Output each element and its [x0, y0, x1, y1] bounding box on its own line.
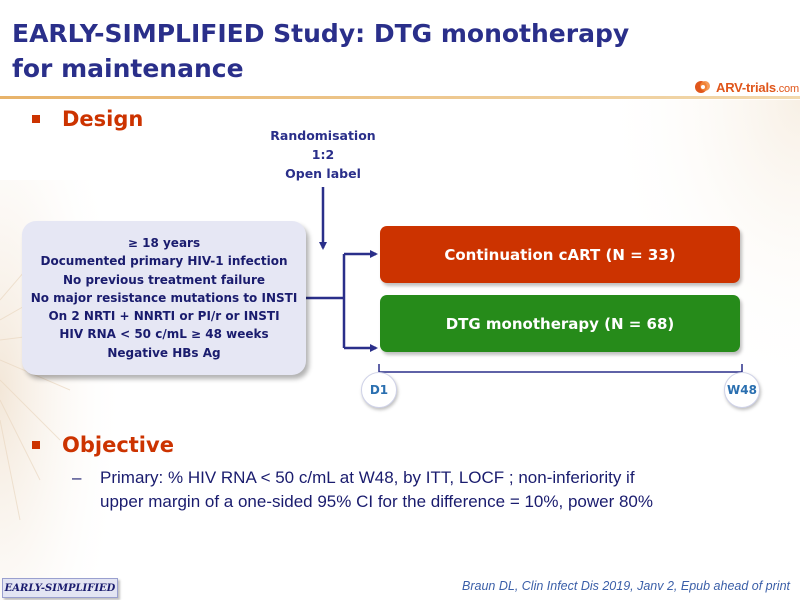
logo-text-main: ARV-trials — [716, 79, 776, 95]
arv-trials-logo: ARV-trials.com — [693, 77, 799, 97]
title-line-1: EARLY-SIMPLIFIED Study: DTG monotherapy — [12, 19, 630, 48]
title-line-2: for maintenance — [12, 54, 244, 83]
dtg-monotherapy-arm: DTG monotherapy (N = 68) — [380, 295, 740, 352]
criterion-viral-load: HIV RNA < 50 c/mL ≥ 48 weeks — [59, 327, 269, 342]
randomisation-ratio: 1:2 — [311, 147, 335, 162]
inclusion-criteria-box: ≥ 18 years Documented primary HIV-1 infe… — [22, 221, 306, 375]
criterion-hiv-infection: Documented primary HIV-1 infection — [40, 254, 288, 269]
objective-primary: – Primary: % HIV RNA < 50 c/mL at W48, b… — [72, 466, 772, 514]
square-bullet-icon — [32, 441, 40, 449]
square-bullet-icon — [32, 115, 40, 123]
objective-body: Primary: % HIV RNA < 50 c/mL at W48, by … — [100, 466, 653, 514]
criterion-hbs-ag: Negative HBs Ag — [107, 345, 221, 360]
randomisation-design: Open label — [285, 166, 361, 181]
study-name-badge: EARLY-SIMPLIFIED — [2, 578, 118, 598]
objective-heading-text: Objective — [62, 433, 174, 457]
design-heading-text: Design — [62, 107, 144, 131]
arv-trials-logo-icon — [695, 81, 710, 93]
logo-text-domain: .com — [775, 82, 799, 95]
objective-line-1: Primary: % HIV RNA < 50 c/mL at W48, by … — [100, 468, 635, 487]
slide-title: EARLY-SIMPLIFIED Study: DTG monotherapy … — [12, 16, 652, 86]
randomisation-label: Randomisation 1:2 Open label — [258, 126, 388, 183]
objective-heading: Objective — [32, 433, 174, 457]
objective-line-2: upper margin of a one-sided 95% CI for t… — [100, 492, 653, 511]
timepoint-d1: D1 — [361, 372, 397, 408]
continuation-cart-arm: Continuation cART (N = 33) — [380, 226, 740, 283]
criterion-age: ≥ 18 years — [127, 236, 201, 251]
timepoint-w48: W48 — [724, 372, 760, 408]
criterion-no-resistance: No major resistance mutations to INSTI — [30, 290, 298, 305]
criterion-no-failure: No previous treatment failure — [62, 272, 266, 287]
reference-citation: Braun DL, Clin Infect Dis 2019, Janv 2, … — [462, 579, 790, 593]
design-heading: Design — [32, 107, 143, 131]
logo-text: ARV-trials.com — [716, 80, 799, 95]
criterion-current-regimen: On 2 NRTI + NNRTI or PI/r or INSTI — [48, 309, 280, 324]
title-divider — [0, 96, 800, 99]
dash-bullet: – — [72, 468, 82, 487]
randomisation-line-1: Randomisation — [270, 128, 376, 143]
